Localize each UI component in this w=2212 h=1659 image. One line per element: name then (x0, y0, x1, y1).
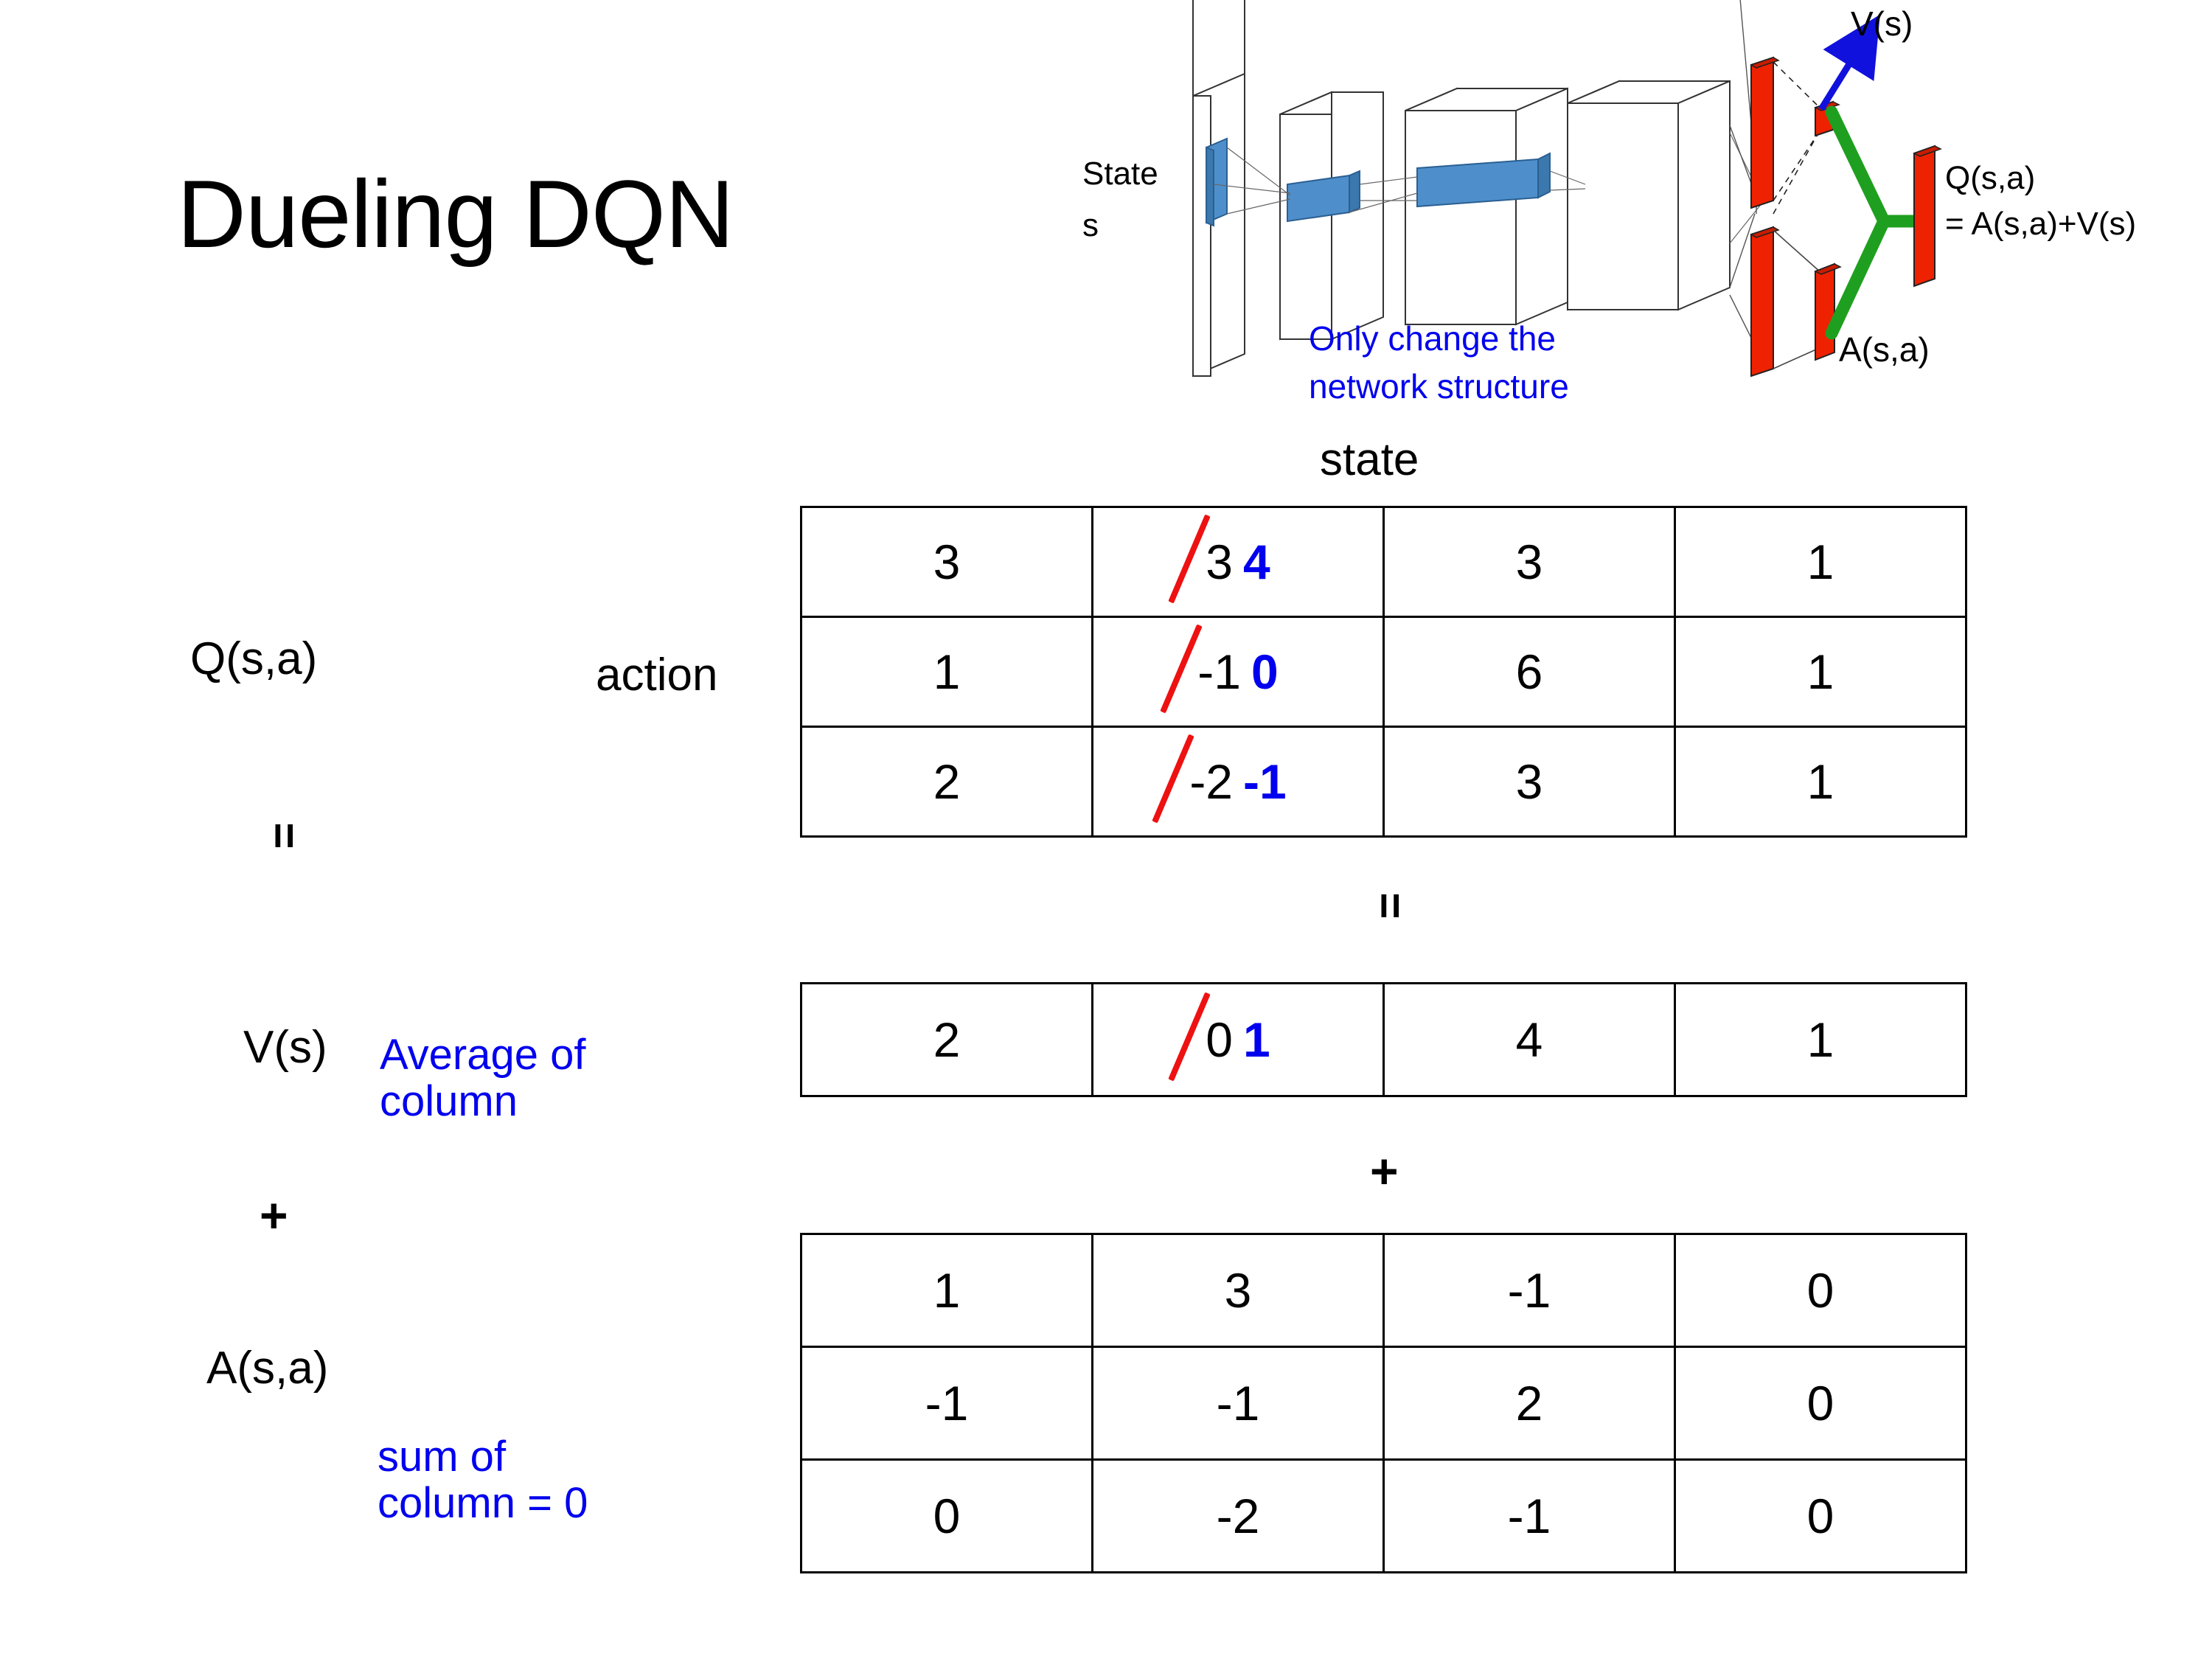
diagram-q-output-label-line2: = A(s,a)+V(s) (1945, 206, 2136, 242)
replacement-value: 1 (1243, 1012, 1270, 1067)
table-cell: 6 (1382, 616, 1676, 728)
table-cell: -1 (1091, 1346, 1385, 1461)
table-cell: -1 (800, 1346, 1093, 1461)
table-cell: 1 (1674, 982, 1967, 1097)
table-cell: 2 (800, 726, 1093, 838)
table-cell: -2 (1091, 1458, 1385, 1573)
diagram-note-line1: Only change the (1309, 319, 1556, 358)
table-cell: -1 (1382, 1233, 1676, 1348)
struck-value: 0 (1206, 1012, 1233, 1067)
table-cell: 3 (800, 506, 1093, 618)
dueling-network-diagram: State s V(s) A(s,a) Q(s,a) = A(s,a)+V(s)… (1069, 0, 2212, 428)
sum-of-column-note: sum of column = 0 (378, 1433, 588, 1527)
page-title: Dueling DQN (177, 160, 734, 268)
replacement-value: 4 (1243, 535, 1270, 589)
replacement-value: -1 (1243, 754, 1287, 809)
table-cell: 2 (800, 982, 1093, 1097)
table-cell: 1 (800, 1233, 1093, 1348)
diagram-state-label-line2: s (1082, 207, 1099, 243)
table-cell: -1 (1382, 1458, 1676, 1573)
table-cell: 0 (800, 1458, 1093, 1573)
diagram-state-label-line1: State (1082, 156, 1158, 192)
struck-value: -1 (1197, 644, 1241, 699)
plus-sign-middle: + (1370, 1144, 1399, 1198)
table-cell: 0 (1674, 1458, 1967, 1573)
table-cell: 0 (1674, 1346, 1967, 1461)
action-axis-caption: action (596, 650, 718, 700)
table-cell: 1 (1674, 616, 1967, 728)
table-cell: 3 (1382, 506, 1676, 618)
replacement-value: 0 (1251, 644, 1279, 699)
state-axis-caption: state (1320, 434, 1419, 485)
table-cell: 0 (1674, 1233, 1967, 1348)
v-function-label: V(s) (243, 1022, 327, 1073)
table-cell: 1 (1674, 506, 1967, 618)
struck-value: 3 (1206, 535, 1233, 589)
diagram-q-output-label-line1: Q(s,a) (1945, 160, 2035, 196)
table-cell: 1 (1674, 726, 1967, 838)
diagram-v-output-label: V(s) (1851, 4, 1913, 43)
plus-sign-left: + (260, 1188, 288, 1242)
q-function-label: Q(s,a) (190, 633, 318, 684)
equals-sign-left: = (258, 822, 310, 852)
table-cell: 2 (1382, 1346, 1676, 1461)
diagram-note-line2: network structure (1309, 367, 1569, 406)
average-of-column-note: Average of column (380, 1031, 586, 1125)
diagram-a-output-label: A(s,a) (1839, 330, 1930, 369)
table-cell: 4 (1382, 982, 1676, 1097)
struck-value: -2 (1189, 754, 1233, 809)
a-function-label: A(s,a) (206, 1343, 329, 1394)
table-cell: 1 (800, 616, 1093, 728)
table-cell-edited: -2-1 (1091, 726, 1385, 838)
table-cell: 3 (1091, 1233, 1385, 1348)
table-cell: 3 (1382, 726, 1676, 838)
equals-sign-middle: = (1364, 892, 1416, 922)
